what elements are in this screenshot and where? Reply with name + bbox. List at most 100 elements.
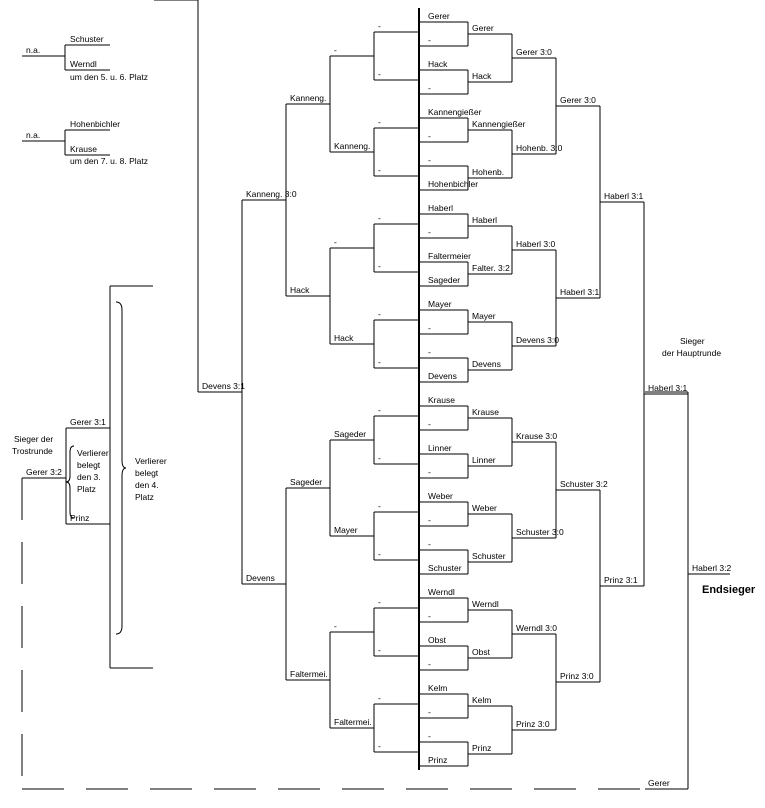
right-r2-label: Kannengießer [472,119,526,129]
left-r2-label: Sageder [334,429,366,439]
main-round-title-2: der Hauptrunde [662,348,721,358]
loser4-line3: den 4. [135,480,159,490]
right-r3-label: Haberl 3:0 [516,239,555,249]
right-r1-label: - [428,323,431,333]
left-r4-label: Devens [246,573,275,583]
left-r2-label: Faltermei. [334,717,372,727]
left-r2-label: Kanneng. [334,141,370,151]
brace-3rd [65,445,75,519]
right-r1-label: - [428,659,431,669]
right-r2-label: Hohenb. [472,167,504,177]
right-r1-label: Prinz [428,755,447,765]
consolation-title-2: Trostrunde [12,446,53,456]
left-r1-label: - [378,213,381,223]
right-r2-label: Haberl [472,215,497,225]
right-r1-label: Hack [428,59,448,69]
left-bracket: -----------------Kanneng.-HackSagederMay… [154,0,418,753]
left-r1-label: - [378,165,381,175]
left-r4-label: Kanneng. 3:0 [246,189,297,199]
side-match-7-8: n.a. Hohenbichler Krause um den 7. u. 8.… [22,119,148,166]
loser4-line2: belegt [135,468,159,478]
left-r5-label: Devens 3:1 [202,381,245,391]
right-r2-label: Obst [472,647,491,657]
side-match-left: n.a. [26,45,40,55]
right-r1-label: Devens [428,371,457,381]
right-r1-label: - [428,515,431,525]
right-r1-label: Schuster [428,563,462,573]
right-r1-label: - [428,539,431,549]
right-r1-label: Werndl [428,587,455,597]
right-r1-label: - [428,131,431,141]
right-r3-label: Werndl 3:0 [516,623,557,633]
right-r2-label: Linner [472,455,496,465]
right-r1-label: Gerer [428,11,450,21]
right-r1-label: - [428,731,431,741]
right-r1-label: Mayer [428,299,452,309]
right-r3-label: Gerer 3:0 [516,47,552,57]
right-r2-label: Schuster [472,551,506,561]
right-r6-label: Haberl 3:1 [648,383,687,393]
right-r1-label: - [428,467,431,477]
right-r4-label: Schuster 3:2 [560,479,608,489]
left-r1-label: - [378,309,381,319]
right-r4-label: Gerer 3:0 [560,95,596,105]
left-r1-label: - [378,645,381,655]
left-r2-label: Hack [334,333,354,343]
side-match-bottom: Werndl [70,59,97,69]
final-winner: Haberl 3:2 [692,563,731,573]
loser4-line4: Platz [135,492,154,502]
left-r1-label: - [378,501,381,511]
right-r3-label: Krause 3:0 [516,431,557,441]
right-r1-label: Hohenbichler [428,179,478,189]
right-r4-label: Prinz 3:0 [560,671,594,681]
loser3-line2: belegt [77,460,101,470]
left-r1-label: - [378,117,381,127]
right-r2-label: Werndl [472,599,499,609]
final-title: Endsieger [702,584,756,596]
right-r1-label: - [428,707,431,717]
dashed-baseline [21,478,645,790]
right-r1-label: Haberl [428,203,453,213]
side-match-5-6: n.a. Schuster Werndl um den 5. u. 6. Pla… [22,34,148,82]
left-r3-label: Faltermei. [290,669,328,679]
right-r1-label: Sageder [428,275,460,285]
right-r2-label: Hack [472,71,492,81]
consolation-winner: Gerer 3:2 [26,467,62,477]
right-r1-label: - [428,35,431,45]
side-match-left: n.a. [26,130,40,140]
left-r1-label: - [378,549,381,559]
left-r1-label: - [378,405,381,415]
consolation-title-1: Sieger der [14,434,53,444]
right-r2-label: Krause [472,407,499,417]
right-r3-label: Prinz 3:0 [516,719,550,729]
right-r1-label: - [428,227,431,237]
brace-4th [115,301,127,635]
left-r3-label: Sageder [290,477,322,487]
right-r1-label: Krause [428,395,455,405]
side-match-bottom: Krause [70,144,97,154]
side-match-note: um den 7. u. 8. Platz [70,156,148,166]
right-r4-label: Haberl 3:1 [560,287,599,297]
right-r3-label: Devens 3:0 [516,335,559,345]
loser3-line1: Verlierer [77,448,109,458]
left-r2-label: - [334,45,337,55]
right-r2-label: Mayer [472,311,496,321]
left-r3-label: Kanneng. [290,93,326,103]
left-r2-label: Mayer [334,525,358,535]
right-r1-label: - [428,155,431,165]
left-r1-label: - [378,741,381,751]
side-match-top: Schuster [70,34,104,44]
right-r3-label: Hohenb. 3:0 [516,143,563,153]
left-r1-label: - [378,597,381,607]
final-bracket: Sieger der Hauptrunde Haberl 3:2 Gerer E… [645,336,756,790]
right-r1-label: Faltermeier [428,251,471,261]
final-bottom: Gerer [648,778,670,788]
right-r2-label: Prinz [472,743,491,753]
left-r6-label: Devens 3:0 [158,0,201,2]
right-r1-label: Linner [428,443,452,453]
loser3-line4: Platz [77,484,96,494]
left-r1-label: - [378,261,381,271]
side-match-note: um den 5. u. 6. Platz [70,72,148,82]
left-r2-label: - [334,621,337,631]
